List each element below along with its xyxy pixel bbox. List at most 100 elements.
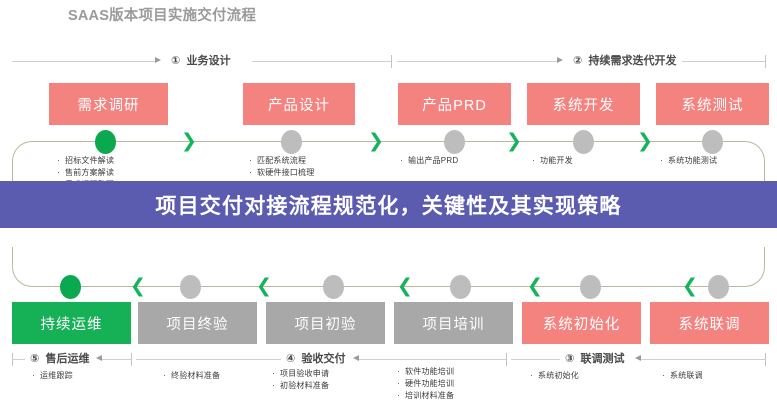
list-item: ·初验材料准备 — [272, 380, 329, 391]
chevron-left-icon: ❮ — [256, 275, 272, 297]
bullet-icon: · — [57, 155, 60, 165]
detail-list-b1: · 运维跟踪 — [32, 370, 73, 382]
detail-list-3: ·输出产品PRD — [400, 155, 458, 167]
phase-name-3: 联调测试 — [580, 353, 625, 365]
bottom-phase-row: ⑤ 售后运维 ④ 验收交付 ③ 联调测试 — [0, 350, 777, 368]
bullet-icon: · — [530, 370, 533, 380]
bullet-icon: · — [32, 370, 35, 380]
chevron-right-icon: ❯ — [506, 130, 522, 152]
phase-marker-1: ① — [171, 55, 181, 67]
detail-text: 系统初始化 — [538, 371, 579, 380]
phase-line — [397, 61, 559, 62]
list-item: · 功能开发 — [532, 155, 573, 166]
phase-divider — [131, 353, 132, 366]
top-phase-row: ① 业务设计 ② 持续需求迭代开发 — [0, 52, 777, 70]
chevron-left-icon: ❮ — [527, 275, 543, 297]
bullet-icon: · — [397, 390, 400, 400]
flow-node-5 — [702, 130, 723, 154]
step-box-xitongkaifa[interactable]: 系统开发 — [527, 83, 640, 125]
list-item: · 培训材料准备 — [397, 390, 454, 400]
phase-label-2: ② 持续需求迭代开发 — [568, 52, 682, 68]
step-box-xitongchushihua[interactable]: 系统初始化 — [522, 302, 641, 344]
list-item: · 匹配系统流程 — [249, 155, 314, 166]
phase-label-3: ③ 联调测试 — [560, 350, 630, 366]
list-item: ·系统功能测试 — [660, 155, 717, 166]
step-box-xitongceshi[interactable]: 系统测试 — [656, 83, 769, 125]
step-box-chanpinprd[interactable]: 产品PRD — [398, 83, 511, 125]
bullet-icon: · — [163, 370, 166, 380]
bullet-icon: · — [532, 155, 535, 165]
detail-text: 功能开发 — [540, 156, 573, 165]
flow-node-b2 — [180, 275, 201, 299]
detail-text: 系统联调 — [670, 371, 703, 380]
phase-arrow-right-icon — [557, 57, 563, 63]
step-box-chixuyunwei[interactable]: 持续运维 — [12, 302, 131, 344]
phase-marker-5: ⑤ — [30, 353, 40, 365]
phase-label-1: ① 业务设计 — [166, 52, 236, 68]
detail-text: 匹配系统流程 — [257, 156, 307, 165]
bullet-icon: · — [662, 370, 665, 380]
phase-divider — [765, 353, 766, 366]
chevron-left-icon: ❮ — [682, 275, 698, 297]
flow-node-3 — [444, 130, 465, 154]
flow-node-1 — [95, 130, 116, 154]
overlay-banner: 项目交付对接流程规范化，关键性及其实现策略 — [0, 181, 777, 228]
detail-list-b2: · 终验材料准备 — [163, 370, 220, 382]
bullet-icon: · — [660, 155, 663, 165]
phase-label-5: ⑤ 售后运维 — [25, 350, 95, 366]
step-box-xiangmuchuyan[interactable]: 项目初验 — [266, 302, 385, 344]
step-box-chanpinsheji[interactable]: 产品设计 — [243, 83, 355, 125]
list-item: ·输出产品PRD — [400, 155, 458, 166]
phase-divider — [391, 55, 392, 68]
phase-name-1: 业务设计 — [186, 55, 231, 67]
phase-arrow-left-icon — [96, 355, 102, 361]
chevron-left-icon: ❮ — [130, 275, 146, 297]
phase-line — [252, 61, 391, 62]
phase-name-4: 验收交付 — [301, 353, 346, 365]
phase-line — [511, 359, 562, 360]
step-box-xuqiudiaoyan[interactable]: 需求调研 — [49, 83, 168, 125]
list-item: · 终验材料准备 — [163, 370, 220, 381]
list-item: ·售前方案解读 — [57, 167, 114, 178]
list-item: · 系统初始化 — [530, 370, 579, 381]
flow-node-b4 — [450, 275, 471, 299]
detail-text: 运维跟踪 — [40, 371, 73, 380]
detail-list-2: · 匹配系统流程 · 软硬件接口梳理 — [249, 155, 314, 179]
detail-text: 售前方案解读 — [65, 168, 115, 177]
phase-name-5: 售后运维 — [45, 353, 90, 365]
list-item: · 项目验收申请 — [272, 368, 329, 379]
flow-node-b1 — [60, 275, 81, 299]
bullet-icon: · — [397, 366, 400, 376]
detail-text: 终验材料准备 — [171, 371, 221, 380]
flow-node-b3 — [323, 275, 344, 299]
detail-text: 项目验收申请 — [280, 369, 330, 378]
detail-text: 软硬件接口梳理 — [257, 168, 315, 177]
bullet-icon: · — [272, 380, 275, 390]
phase-line — [102, 359, 131, 360]
detail-list-b5: · 系统初始化 — [530, 370, 579, 382]
step-box-xiangmuzhongyan[interactable]: 项目终验 — [138, 302, 257, 344]
phase-arrow-right-icon — [155, 57, 161, 63]
detail-text: 培训材料准备 — [405, 391, 455, 400]
phase-divider — [765, 55, 766, 68]
flow-node-b5 — [580, 275, 601, 299]
phase-name-2: 持续需求迭代开发 — [588, 55, 677, 67]
chevron-right-icon: ❯ — [181, 130, 197, 152]
step-box-xiangmupeixun[interactable]: 项目培训 — [394, 302, 513, 344]
step-box-xitongliantiao[interactable]: 系统联调 — [650, 302, 769, 344]
phase-arrow-left-icon — [353, 355, 359, 361]
detail-text: 软件功能培训 — [405, 367, 455, 376]
detail-text: 硬件功能培训 — [405, 379, 455, 388]
phase-line — [12, 61, 157, 62]
bullet-icon: · — [272, 368, 275, 378]
flow-node-4 — [573, 130, 594, 154]
flow-node-b6 — [708, 275, 729, 299]
bullet-icon: · — [400, 155, 403, 165]
list-item: · 系统联调 — [662, 370, 703, 381]
list-item: ·硬件功能培训 — [397, 378, 454, 389]
bullet-icon: · — [249, 155, 252, 165]
bottom-flow-rail — [12, 247, 765, 287]
top-flow-rail — [12, 141, 765, 181]
detail-list-4: · 功能开发 — [532, 155, 573, 167]
phase-line — [136, 359, 283, 360]
